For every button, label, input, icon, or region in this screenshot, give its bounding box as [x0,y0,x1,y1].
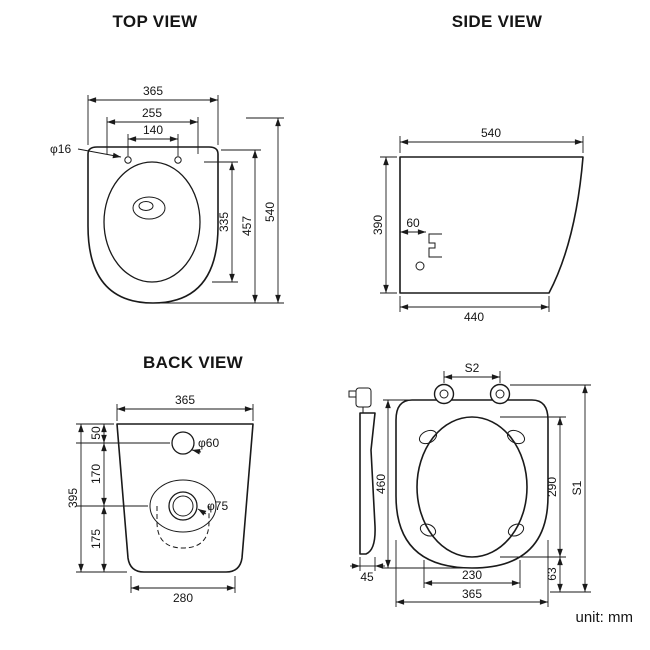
dim-label: φ60 [198,436,219,450]
dim-top-seat-width: 255 [106,106,199,154]
dim-side-fixing-offset: 60 [400,216,426,235]
seat-side-profile [359,412,376,555]
dim-top-overall-width: 365 [87,84,219,145]
seat-lid-outline [395,399,549,569]
fixing-hole [415,261,425,271]
dim-label: 290 [545,477,559,497]
seat-drawing [395,383,549,569]
dim-side-height: 390 [371,156,397,294]
dim-seat-opening-width: 230 [423,560,521,588]
dim-back-inlet-to-outlet: 170 [89,443,107,506]
bowl-inner-rim [103,161,201,283]
outlet-recess [149,479,217,533]
dim-seat-front-gap: 63 [545,557,563,592]
dim-seat-length: 460 [374,399,470,569]
dim-label: 365 [143,84,163,98]
unit-label: unit: mm [575,609,633,626]
dim-back-outlet-diameter: φ75 [197,499,228,516]
trapway-dashed [156,506,210,549]
back-view-title: BACK VIEW [143,353,244,372]
dim-label: 45 [360,570,374,584]
seat-hinge-hole-left [433,383,455,405]
dim-label: 255 [142,106,162,120]
dim-label: 390 [371,215,385,235]
hinge-hole-right [174,156,182,164]
bumper-right [507,523,525,537]
dim-label: 50 [89,426,103,440]
seat-opening [416,416,528,558]
dim-top-bowl-depth: 457 [153,149,284,304]
back-view-drawing [116,423,254,573]
back-outline [116,423,254,573]
dim-label: S2 [465,361,480,375]
dim-back-inlet-diameter: φ60 [191,436,219,455]
side-profile-outline [399,156,584,294]
dim-label: 460 [374,474,388,494]
dim-label: 457 [240,216,254,236]
top-view-drawing [87,146,219,304]
dim-back-inlet-offset: 50 [89,424,107,443]
dim-seat-hinge-spacing: S2 [443,361,501,383]
dim-back-overall-width: 365 [116,393,254,421]
dim-back-height: 395 [66,424,84,572]
seat-hinge-pin-left [439,389,449,399]
hinge-cap-left [418,429,438,445]
dim-label: 175 [89,529,103,549]
dim-back-base-width: 280 [130,576,236,605]
dim-label: 365 [175,393,195,407]
hinge-hole-left [124,156,132,164]
dim-label: 540 [263,202,277,222]
dim-top-hinge-hole-diameter: φ16 [50,142,122,159]
seat-view: 45 S2 460 [348,361,591,607]
dim-top-hinge-spacing: 140 [127,123,179,156]
dim-label: 365 [462,587,482,601]
dim-seat-opening-length: 290 [500,416,566,558]
dim-top-inner-depth: 335 [204,161,238,283]
dim-label: φ16 [50,142,71,156]
dim-label: 170 [89,464,103,484]
dim-label: 140 [143,123,163,137]
water-spot [138,201,154,211]
dim-seat-thickness: 45 [350,557,385,584]
dim-side-base-depth: 440 [399,296,550,324]
side-view-title: SIDE VIEW [452,12,543,31]
dim-seat-width: 365 [395,540,549,607]
dim-seat-total-length: S1 [510,384,591,593]
dim-label: 540 [481,126,501,140]
dim-label: 440 [464,310,484,324]
outlet-hole [168,491,198,521]
dim-label: 60 [406,216,420,230]
dim-top-overall-depth: 540 [246,117,284,303]
dim-back-outlet-to-base: 175 [89,505,107,572]
dim-label: S1 [570,480,584,495]
bowl-outline [87,146,219,304]
back-view: BACK VIEW 365 50 170 [66,353,254,605]
side-view: SIDE VIEW 540 390 60 440 [371,12,584,324]
dim-side-overall-depth: 540 [399,126,584,153]
dim-label: 395 [66,488,80,508]
dim-label: 230 [462,568,482,582]
seat-hinge-pin-right [495,389,505,399]
top-view: TOP VIEW 365 255 140 [50,12,284,304]
seat-hinge-hole-right [489,383,511,405]
seat-damper-icon [348,387,372,413]
outlet-hole-inner [172,495,194,517]
inlet-hole [171,431,195,455]
top-view-title: TOP VIEW [113,12,199,31]
fixing-bracket [428,233,442,258]
hinge-cap-right [506,429,526,445]
bumper-left [419,523,437,537]
water-surface [132,196,166,220]
dim-label: 280 [173,591,193,605]
dim-label: 63 [545,567,559,581]
side-view-drawing [399,156,584,294]
dim-label: φ75 [207,499,228,513]
dim-label: 335 [217,212,231,232]
